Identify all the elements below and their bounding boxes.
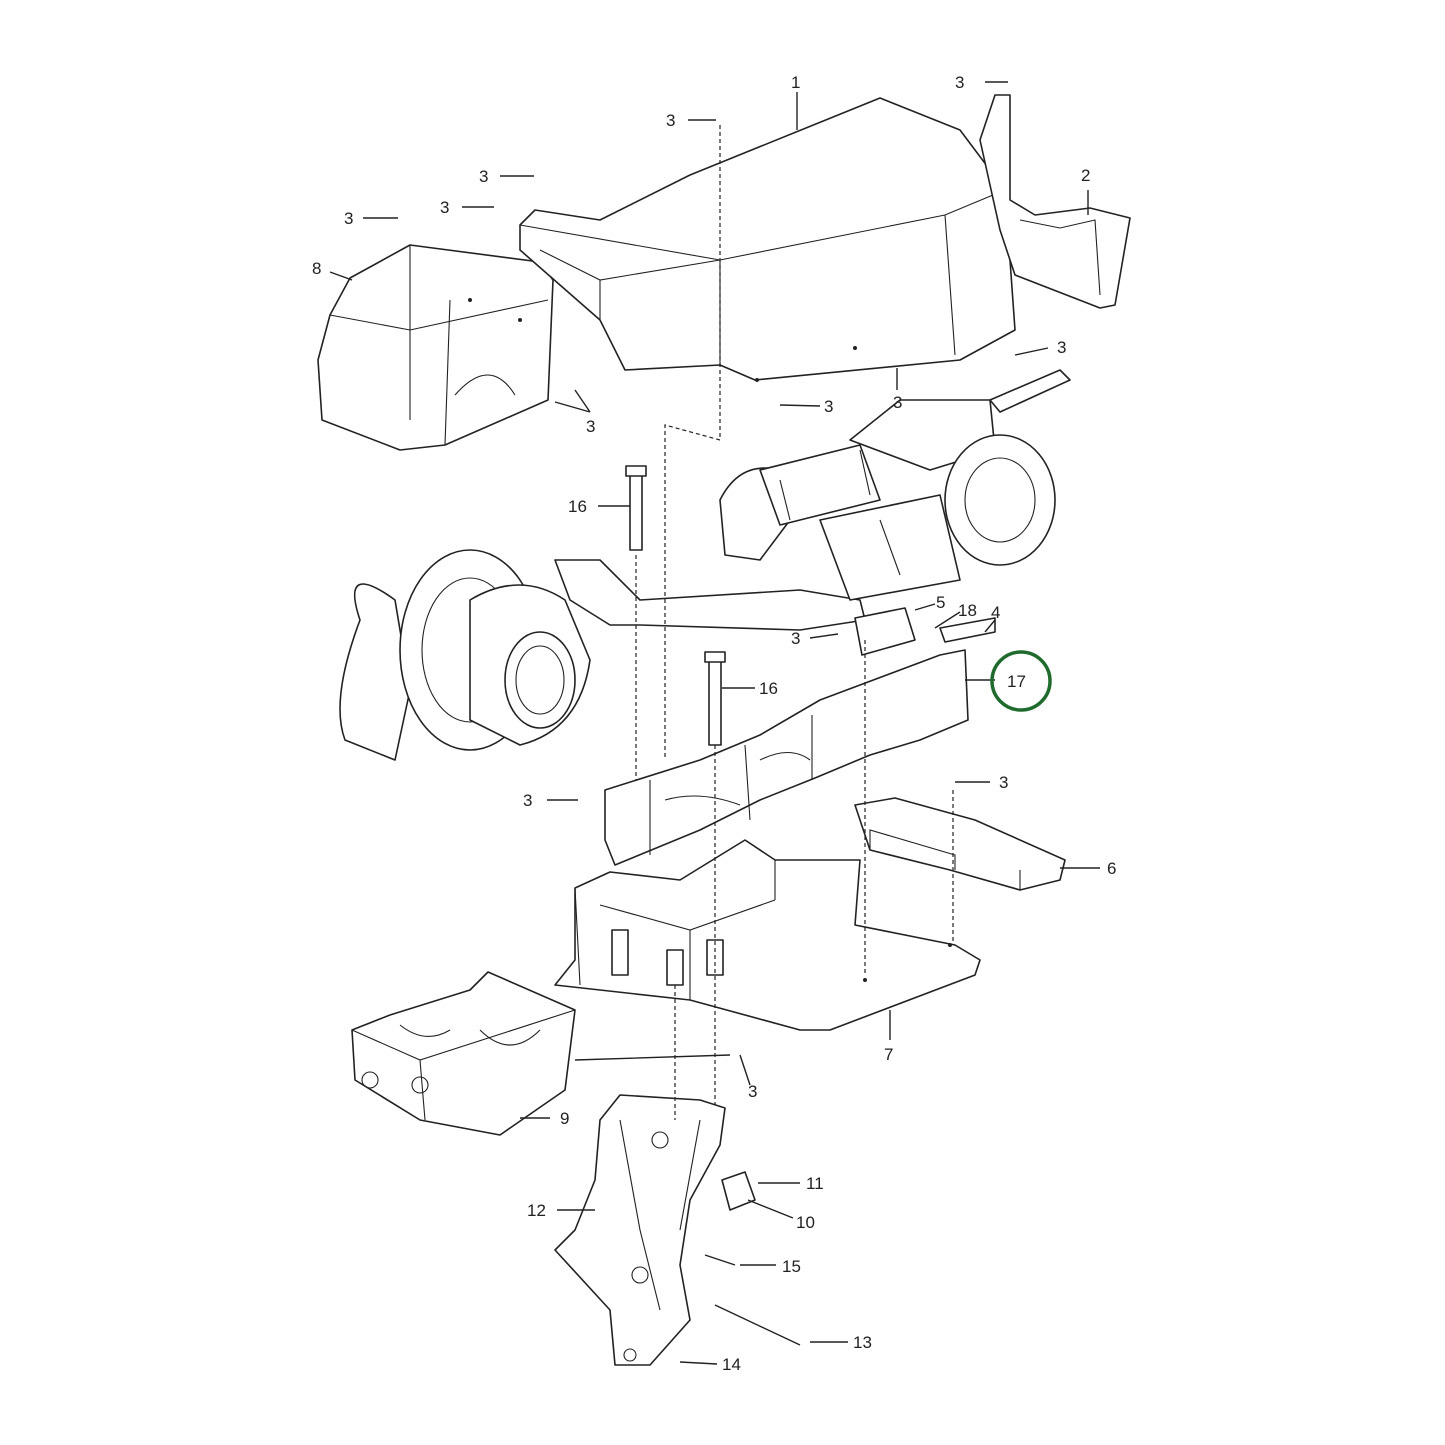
part-7-base-frame: [554, 839, 981, 1031]
leader-lines: [329, 81, 1100, 1365]
part-12-support: [554, 1094, 726, 1366]
callout-3: 3: [440, 198, 449, 217]
callout-3: 3: [999, 773, 1008, 792]
callout-14: 14: [722, 1355, 741, 1374]
callout-15: 15: [782, 1257, 801, 1276]
highlight-circle: [990, 650, 1052, 712]
callout-16: 16: [568, 497, 587, 516]
callout-3: 3: [955, 73, 964, 92]
callout-3: 3: [344, 209, 353, 228]
part-4-bracket: [854, 607, 996, 656]
callout-6: 6: [1107, 859, 1116, 878]
part-17-shield: [604, 649, 969, 866]
callout-7: 7: [884, 1045, 893, 1064]
callout-8: 8: [312, 259, 321, 278]
callout-3: 3: [748, 1082, 757, 1101]
callout-3: 3: [1057, 338, 1066, 357]
callout-11: 11: [806, 1174, 824, 1193]
callout-3: 3: [824, 397, 833, 416]
callout-3: 3: [893, 393, 902, 412]
alignment-lines: [635, 125, 954, 1120]
callout-2: 2: [1081, 166, 1090, 185]
callout-10: 10: [796, 1213, 815, 1232]
part-6-plate: [854, 797, 1066, 891]
callout-5: 5: [936, 593, 945, 612]
part-9-lower-cover: [351, 971, 576, 1136]
callout-9: 9: [560, 1109, 569, 1128]
callout-3: 3: [791, 629, 800, 648]
callout-1: 1: [791, 73, 800, 92]
bolts: [625, 465, 801, 1346]
callout-labels: 1 2 3 3 3 3 3 3 3 3 3 3 3 3 3 4 5 6 7 8 …: [312, 73, 1116, 1374]
part-10-clip: [721, 1171, 756, 1211]
callout-13: 13: [853, 1333, 872, 1352]
part-8-cover: [317, 244, 554, 451]
callout-3: 3: [479, 167, 488, 186]
callout-3: 3: [523, 791, 532, 810]
part-1-top-cover: [519, 97, 1016, 382]
turbo-exhaust-assembly: [339, 369, 1071, 761]
callout-17: 17: [1007, 672, 1026, 691]
part-2-bracket: [979, 94, 1131, 309]
callout-16: 16: [759, 679, 778, 698]
callout-12: 12: [527, 1201, 546, 1220]
callout-4: 4: [991, 603, 1000, 622]
callout-3: 3: [586, 417, 595, 436]
callout-3: 3: [666, 111, 675, 130]
callout-18: 18: [958, 601, 977, 620]
